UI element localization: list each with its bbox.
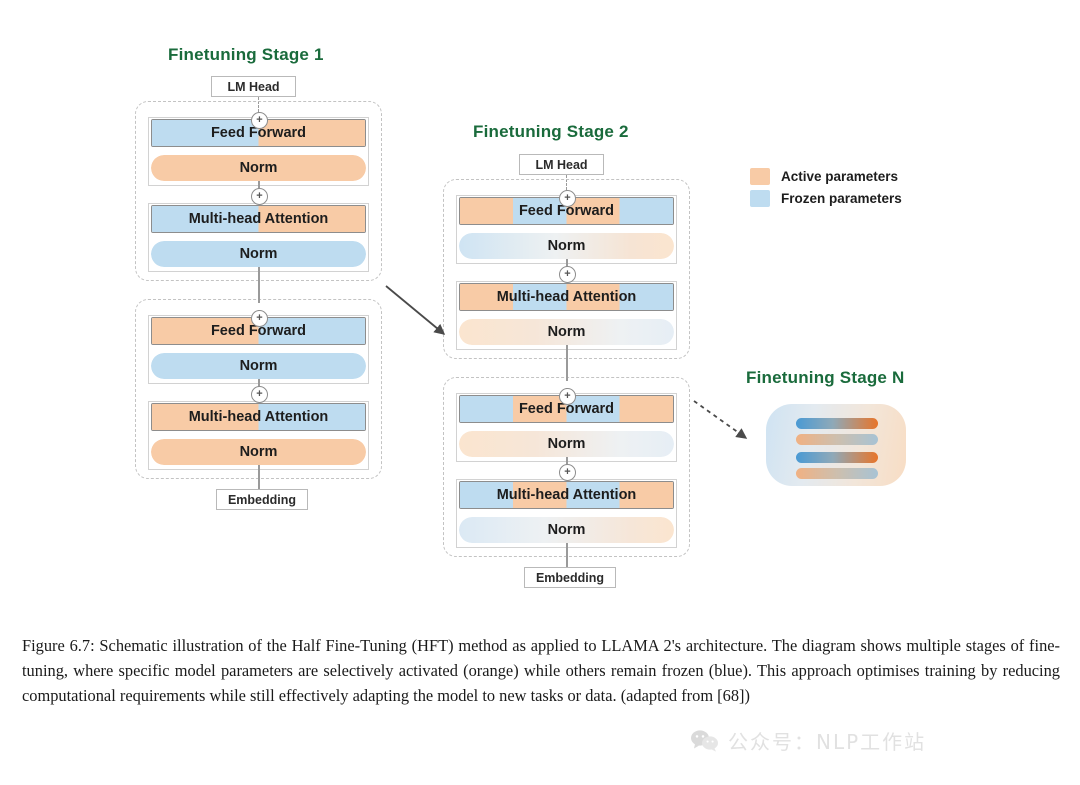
stage-n-bar-2	[796, 434, 878, 445]
legend-swatch-active-icon	[750, 168, 770, 185]
residual-add-icon: +	[251, 310, 268, 327]
stage-n-card	[766, 404, 906, 486]
stage-n-bar-4	[796, 468, 878, 479]
arrow-stage2-to-stageN-icon	[693, 400, 748, 439]
residual-add-icon: +	[559, 190, 576, 207]
stage-1-embedding: Embedding	[216, 489, 308, 510]
legend-item-frozen: Frozen parameters	[750, 189, 902, 208]
layer-norm: Norm	[151, 155, 366, 181]
stage-n-title: Finetuning Stage N	[746, 368, 905, 387]
figure-caption: Figure 6.7: Schematic illustration of th…	[22, 636, 1060, 705]
connector-lmhead-1	[258, 97, 259, 112]
stage-1-lm-head: LM Head	[211, 76, 296, 97]
stage-n-bar-3	[796, 452, 878, 463]
spine-2c	[566, 345, 568, 381]
spine-1c	[258, 267, 260, 303]
residual-add-icon: +	[251, 386, 268, 403]
residual-add-icon: +	[251, 188, 268, 205]
layer-multi-head-attention: Multi-head Attention	[459, 283, 674, 311]
legend-label-active: Active parameters	[781, 169, 899, 184]
layer-norm: Norm	[459, 431, 674, 457]
residual-add-icon: +	[251, 112, 268, 129]
spine-1f	[258, 465, 260, 491]
layer-norm: Norm	[151, 241, 366, 267]
layer-multi-head-attention: Multi-head Attention	[459, 481, 674, 509]
layer-multi-head-attention: Multi-head Attention	[151, 403, 366, 431]
legend: Active parameters Frozen parameters	[750, 167, 902, 211]
watermark: 公众号：NLP工作站	[690, 726, 926, 755]
stage-1-title: Finetuning Stage 1	[168, 45, 324, 64]
stage-2-lm-head: LM Head	[519, 154, 604, 175]
residual-add-icon: +	[559, 388, 576, 405]
stage-n-bar-1	[796, 418, 878, 429]
residual-add-icon: +	[559, 266, 576, 283]
residual-add-icon: +	[559, 464, 576, 481]
layer-multi-head-attention: Multi-head Attention	[151, 205, 366, 233]
wechat-logo-icon	[691, 729, 718, 752]
stage-2-embedding: Embedding	[524, 567, 616, 588]
legend-swatch-frozen-icon	[750, 190, 770, 207]
layer-norm: Norm	[459, 517, 674, 543]
layer-norm: Norm	[151, 353, 366, 379]
layer-norm: Norm	[459, 319, 674, 345]
spine-2f	[566, 543, 568, 569]
arrow-stage1-to-stage2-icon	[385, 285, 446, 335]
layer-norm: Norm	[151, 439, 366, 465]
figure-diagram: Finetuning Stage 1 LM Head Feed Forward …	[135, 45, 906, 588]
stage-2-title: Finetuning Stage 2	[473, 122, 629, 141]
layer-norm: Norm	[459, 233, 674, 259]
connector-lmhead-2	[566, 175, 567, 190]
legend-label-frozen: Frozen parameters	[781, 191, 902, 206]
watermark-text: 公众号：NLP工作站	[728, 730, 927, 754]
legend-item-active: Active parameters	[750, 167, 902, 186]
